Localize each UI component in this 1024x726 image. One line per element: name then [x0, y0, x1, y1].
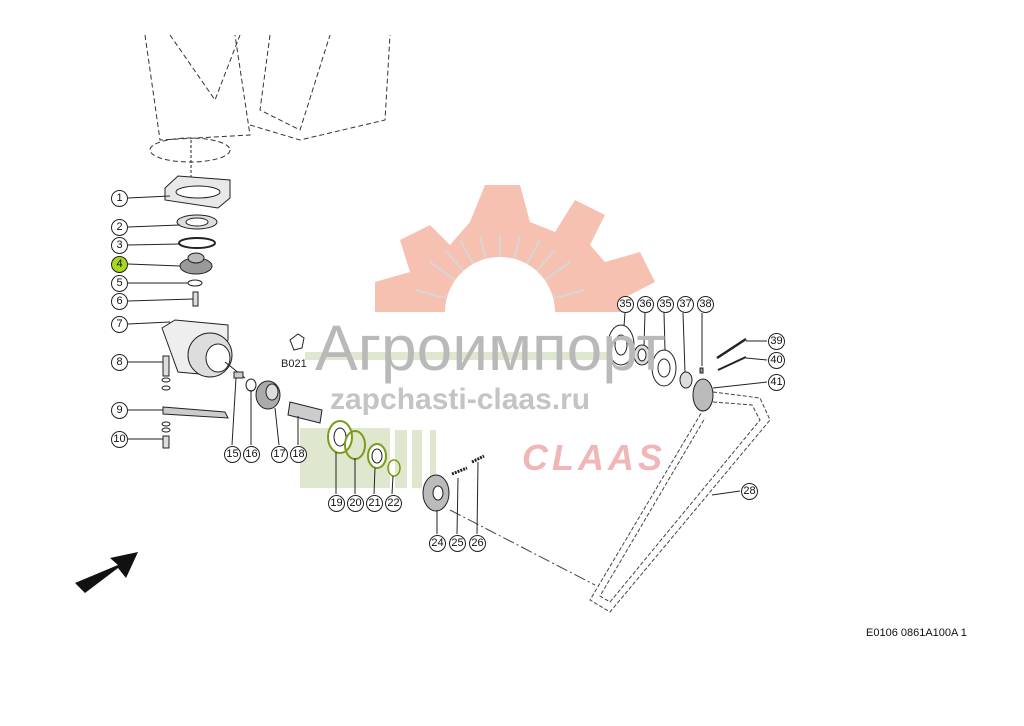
callout-18[interactable]: 18 — [290, 446, 307, 463]
callout-35[interactable]: 35 — [617, 296, 634, 313]
callout-2[interactable]: 2 — [111, 219, 128, 236]
chain-outline — [589, 391, 771, 613]
callout-39[interactable]: 39 — [768, 333, 785, 350]
callout-21[interactable]: 21 — [366, 495, 383, 512]
callout-20[interactable]: 20 — [347, 495, 364, 512]
watermark-claas-logo: CLAAS — [522, 437, 666, 478]
gear-watermark — [375, 185, 655, 312]
callout-16[interactable]: 16 — [243, 446, 260, 463]
callout-8[interactable]: 8 — [111, 354, 128, 371]
callout-38[interactable]: 38 — [697, 296, 714, 313]
callout-35-second[interactable]: 35 — [657, 296, 674, 313]
part-drawings — [161, 140, 747, 512]
callout-40[interactable]: 40 — [768, 352, 785, 369]
hopper-outline — [144, 34, 391, 163]
centerline — [449, 509, 596, 586]
callout-7[interactable]: 7 — [111, 316, 128, 333]
watermark-brand: Агроимпорт — [315, 312, 666, 384]
leader-lines — [127, 195, 768, 535]
callout-15[interactable]: 15 — [224, 446, 241, 463]
reference-label-b021: B021 — [281, 358, 307, 370]
callout-3[interactable]: 3 — [111, 237, 128, 254]
callout-10[interactable]: 10 — [111, 431, 128, 448]
direction-arrow-icon — [75, 552, 138, 593]
watermark-url: zapchasti-claas.ru — [330, 383, 591, 416]
callout-22[interactable]: 22 — [385, 495, 402, 512]
callout-4-selected[interactable]: 4 — [111, 256, 128, 273]
drawing-code: E0106 0861A100A 1 — [866, 627, 967, 639]
callout-5[interactable]: 5 — [111, 275, 128, 292]
callout-19[interactable]: 19 — [328, 495, 345, 512]
callout-36[interactable]: 36 — [637, 296, 654, 313]
callout-6[interactable]: 6 — [111, 293, 128, 310]
callout-28[interactable]: 28 — [741, 483, 758, 500]
callout-17[interactable]: 17 — [271, 446, 288, 463]
callout-9[interactable]: 9 — [111, 402, 128, 419]
callout-24[interactable]: 24 — [429, 535, 446, 552]
callout-37[interactable]: 37 — [677, 296, 694, 313]
callout-26[interactable]: 26 — [469, 535, 486, 552]
callout-41[interactable]: 41 — [768, 374, 785, 391]
callout-25[interactable]: 25 — [449, 535, 466, 552]
callout-1[interactable]: 1 — [111, 190, 128, 207]
